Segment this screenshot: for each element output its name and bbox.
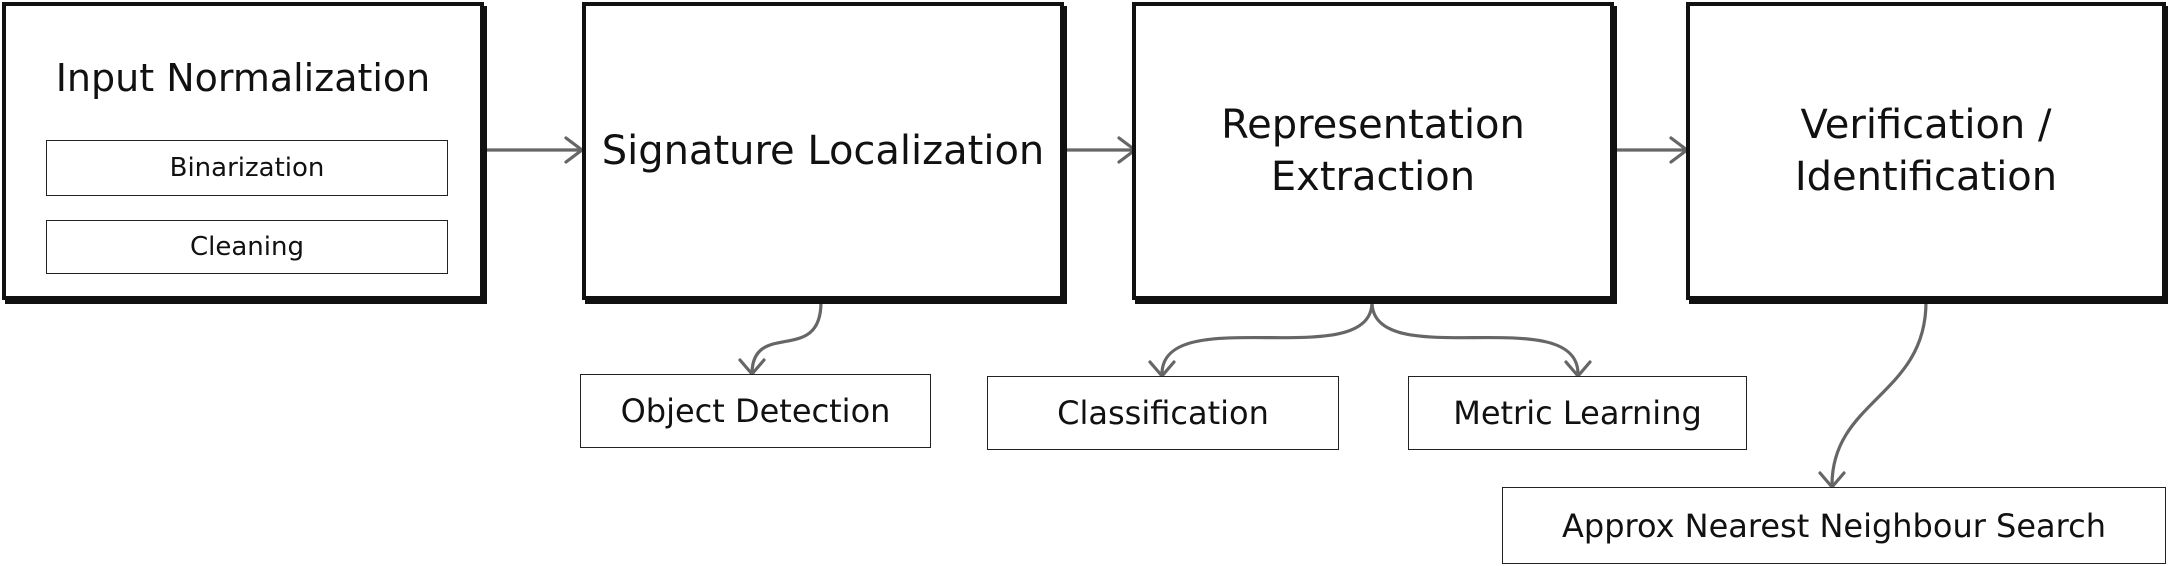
method-object-detection: Object Detection bbox=[580, 374, 931, 448]
stage-verification-identification: Verification / Identification bbox=[1686, 2, 2166, 300]
method-metric-learning: Metric Learning bbox=[1408, 376, 1747, 450]
step-cleaning: Cleaning bbox=[46, 220, 448, 274]
stage-input-normalization: Input Normalization Binarization Cleanin… bbox=[2, 2, 484, 300]
arrow-extraction-to-verification bbox=[1612, 136, 1689, 164]
stage-signature-localization: Signature Localization bbox=[582, 2, 1064, 300]
method-classification: Classification bbox=[987, 376, 1339, 450]
arrow-verification-to-ann-search bbox=[1818, 300, 1928, 489]
arrow-extraction-to-metric-learning bbox=[1370, 300, 1592, 378]
arrow-localization-to-object-detection bbox=[738, 300, 823, 376]
method-ann-search: Approx Nearest Neighbour Search bbox=[1502, 487, 2166, 564]
arrow-extraction-to-classification bbox=[1148, 300, 1374, 378]
stage-title: Input Normalization bbox=[55, 56, 431, 100]
stage-representation-extraction: Representation Extraction bbox=[1132, 2, 1614, 300]
arrow-normalization-to-localization bbox=[482, 136, 584, 164]
arrow-localization-to-extraction bbox=[1062, 136, 1137, 164]
step-binarization: Binarization bbox=[46, 140, 448, 196]
